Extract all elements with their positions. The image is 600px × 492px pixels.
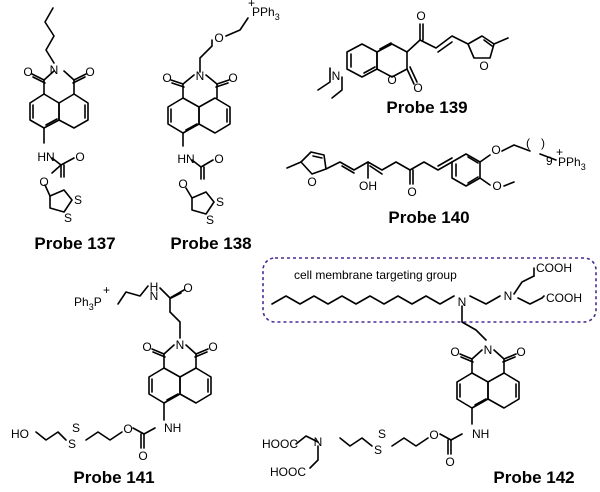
probe-141-label: Probe 141	[73, 468, 154, 487]
probe-141-atoms: Ph3P + H N O N O O NH O O S S HO	[11, 280, 218, 463]
paren-open: (	[526, 136, 530, 150]
atom-o: O	[416, 9, 425, 23]
atom-n: N	[150, 289, 159, 303]
atom-o: O	[178, 177, 187, 191]
atom-o: O	[492, 179, 501, 193]
probe-140-label: Probe 140	[388, 208, 469, 227]
atom-o: O	[429, 428, 438, 442]
atom-o: O	[75, 150, 84, 164]
probe-139-structure	[317, 23, 509, 99]
atom-s: S	[64, 211, 72, 225]
atom-n: N	[458, 295, 467, 309]
probe-138-atoms: N O PPh3 + O O HN O O S S	[162, 0, 279, 227]
atom-o: O	[23, 65, 32, 79]
atom-oh: OH	[359, 179, 377, 193]
membrane-target-note: cell membrane targeting group	[294, 268, 457, 282]
atom-o: O	[307, 175, 316, 189]
charge-plus: +	[248, 0, 255, 10]
atom-o: O	[516, 345, 525, 359]
atom-o: O	[138, 449, 147, 463]
atom-n: N	[50, 63, 59, 77]
atom-hooc: HOOC	[262, 437, 298, 451]
atom-o: O	[183, 281, 192, 295]
atom-hn: H	[150, 280, 159, 294]
atom-o: O	[413, 81, 422, 95]
atom-o: O	[39, 175, 48, 189]
atom-cooh: COOH	[536, 261, 572, 275]
probe-140-structure	[286, 144, 557, 187]
atom-hn: HN	[37, 150, 54, 164]
charge-plus: +	[103, 283, 110, 297]
atom-nh: NH	[164, 421, 181, 435]
repeat-count: 9	[546, 154, 553, 168]
atom-o: O	[208, 340, 217, 354]
atom-hn: HN	[177, 152, 194, 166]
probe-139-label: Probe 139	[386, 98, 467, 117]
atom-o: O	[479, 59, 488, 73]
atom-o: O	[228, 71, 237, 85]
atom-o: O	[450, 345, 459, 359]
atom-o: O	[387, 73, 396, 87]
probe-137-atoms: N O O HN O O S S	[23, 63, 94, 225]
atom-nh: NH	[472, 427, 489, 441]
atom-n: N	[196, 69, 205, 83]
atom-p-ph3: PPh3	[558, 155, 586, 172]
atom-o: O	[123, 422, 132, 436]
probe-141-structure	[35, 285, 212, 449]
probe-142-structure	[271, 267, 545, 469]
atom-n: N	[484, 343, 493, 357]
atom-s: S	[374, 443, 382, 457]
atom-s: S	[68, 437, 76, 451]
atom-o: O	[85, 65, 94, 79]
atom-ph3-p: Ph3P	[74, 295, 102, 312]
atom-s: S	[74, 193, 82, 207]
membrane-target-box	[262, 257, 597, 323]
atom-o: O	[491, 143, 500, 157]
atom-o: O	[162, 71, 171, 85]
atom-o: O	[214, 152, 223, 166]
atom-n: N	[332, 69, 341, 83]
paren-close: )	[541, 136, 545, 150]
atom-p-ph3: PPh3	[252, 5, 280, 22]
atom-n: N	[504, 289, 513, 303]
probe-142-label: Probe 142	[493, 468, 574, 487]
atom-o: O	[407, 185, 416, 199]
probe-140-atoms: O OH O O O ( ) 9 PPh3 +	[307, 136, 585, 199]
atom-n: N	[314, 435, 323, 449]
atom-o: O	[142, 340, 151, 354]
probe-139-atoms: N O O O O	[332, 9, 489, 95]
atom-o: O	[445, 455, 454, 469]
atom-cooh: COOH	[546, 291, 582, 305]
probe-137-label: Probe 137	[34, 234, 115, 253]
atom-s: S	[72, 421, 80, 435]
atom-ho: HO	[11, 427, 29, 441]
probe-138-structure	[167, 17, 249, 215]
atom-hooc: HOOC	[270, 465, 306, 479]
probe-142-atoms: N N COOH COOH N O O NH O O S S N HOOC HO…	[262, 261, 582, 479]
probe-138-label: Probe 138	[170, 234, 251, 253]
atom-s: S	[206, 213, 214, 227]
atom-s: S	[378, 427, 386, 441]
atom-o: O	[214, 31, 223, 45]
probe-137-structure	[29, 7, 89, 213]
atom-s: S	[216, 195, 224, 209]
charge-plus: +	[556, 145, 563, 159]
atom-n: N	[176, 338, 185, 352]
